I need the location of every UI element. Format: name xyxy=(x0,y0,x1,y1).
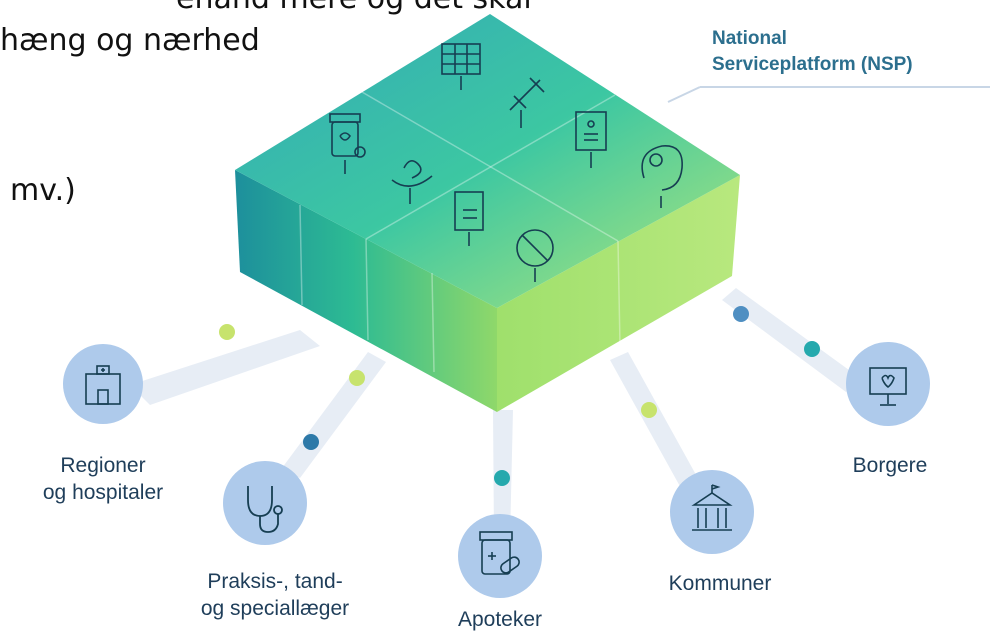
block-left-face xyxy=(235,170,497,412)
beam-praksis xyxy=(282,352,386,478)
stethoscope-node xyxy=(223,461,307,545)
block-top-face xyxy=(235,14,740,308)
syringe-icon xyxy=(509,77,545,128)
medical-record-icon xyxy=(575,111,607,168)
label-regioner: Regioner og hospitaler xyxy=(12,452,194,506)
dot-lime xyxy=(641,402,657,418)
dot-teal xyxy=(494,470,510,486)
label-regioner-line-2: og hospitaler xyxy=(42,481,164,504)
nsp-label: National Serviceplatform (NSP) xyxy=(712,26,913,78)
dot-teal xyxy=(804,341,820,357)
label-praksis-line-2: og speciallæger xyxy=(200,597,350,620)
pharmacy-node xyxy=(458,514,542,598)
medicine-bottle-icon xyxy=(329,113,366,174)
town-hall-icon xyxy=(691,484,733,531)
calendar-icon xyxy=(441,43,481,90)
nsp-label-line-1: National xyxy=(712,28,787,49)
label-praksis-line-1: Praksis-, tand- xyxy=(207,570,343,593)
dot-lime xyxy=(219,324,235,340)
connector-beams xyxy=(130,86,990,540)
monitor-heart-icon xyxy=(869,367,907,406)
municipality-node xyxy=(670,470,754,554)
block-right-face xyxy=(497,175,740,412)
prescription-icon xyxy=(454,191,484,246)
stethoscope-icon xyxy=(247,486,283,533)
fetus-icon xyxy=(641,145,683,208)
hospital-icon xyxy=(85,365,121,405)
platform-icons xyxy=(329,43,683,282)
nsp-label-line-2: Serviceplatform (NSP) xyxy=(712,54,913,75)
dot-blue xyxy=(733,306,749,322)
slide-text-line-1: ehand mere og det skal xyxy=(176,0,532,14)
slide-text-line-2: hæng og nærhed xyxy=(0,23,260,58)
beam-regioner xyxy=(130,330,320,405)
connector-dots xyxy=(219,306,820,486)
hospital-node xyxy=(63,344,143,424)
slide-text-line-3: mv.) xyxy=(10,173,76,208)
dot-blue xyxy=(303,434,319,450)
medicine-icon xyxy=(479,531,520,575)
nsp-pointer-line xyxy=(667,86,701,103)
label-borgere: Borgere xyxy=(830,452,950,479)
nsp-platform-block xyxy=(235,14,740,412)
dot-lime xyxy=(349,370,365,386)
label-kommuner: Kommuner xyxy=(650,570,790,597)
citizen-node xyxy=(846,342,930,426)
no-pill-icon xyxy=(516,229,554,282)
label-apoteker-line-1: Apoteker xyxy=(457,608,543,631)
beam-borgere xyxy=(722,288,860,392)
hand-care-icon xyxy=(391,160,433,204)
label-praksis: Praksis-, tand- og speciallæger xyxy=(170,568,380,622)
label-regioner-line-1: Regioner xyxy=(60,454,146,477)
label-kommuner-line-1: Kommuner xyxy=(668,572,772,595)
stakeholder-circles xyxy=(63,342,930,598)
label-apoteker: Apoteker xyxy=(430,606,570,633)
beam-kommuner xyxy=(610,352,700,490)
label-borgere-line-1: Borgere xyxy=(852,454,928,477)
